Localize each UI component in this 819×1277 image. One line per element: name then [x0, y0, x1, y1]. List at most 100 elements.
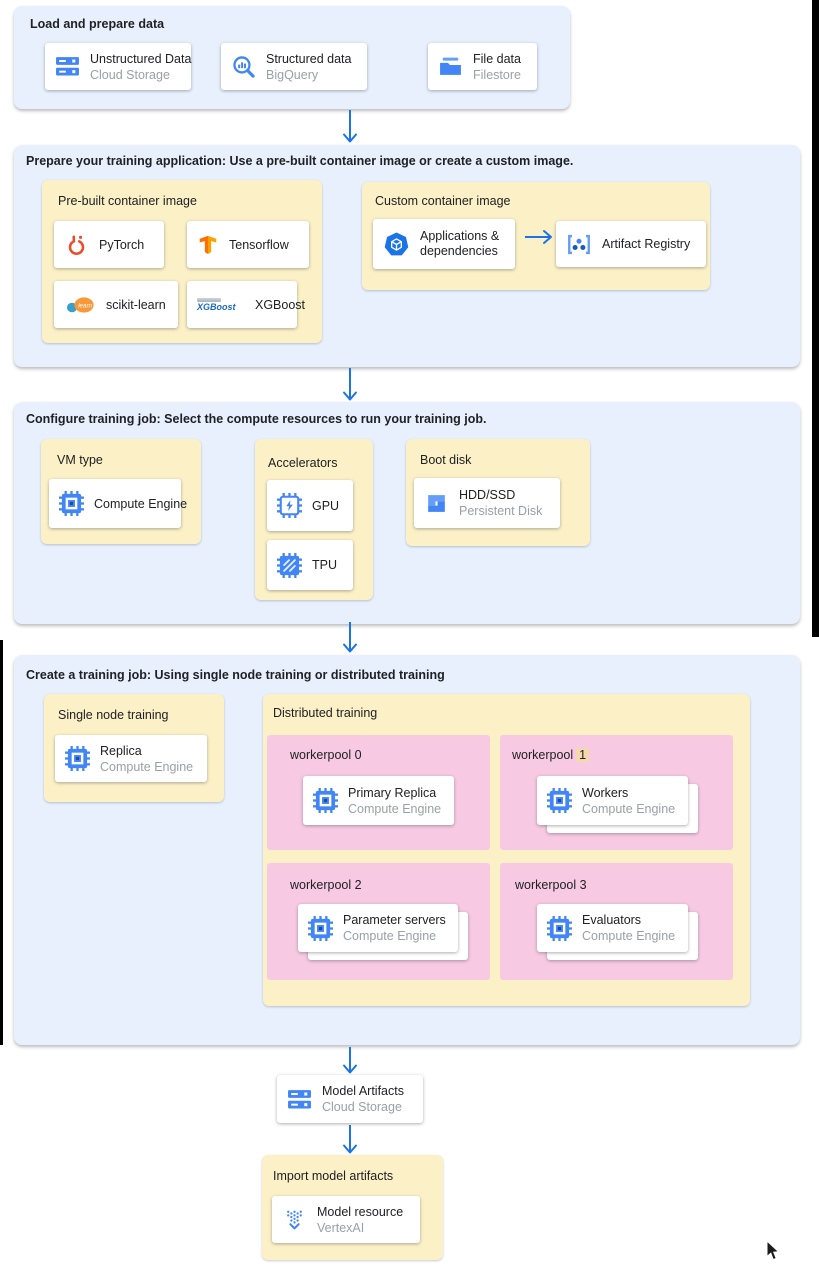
card-file-data: File data Filestore — [428, 43, 537, 90]
screenshot-artifact-bar-left — [0, 640, 3, 1045]
card-title: File data — [473, 51, 521, 66]
applications-icon — [383, 231, 410, 258]
workerpool-label: workerpool 2 — [290, 878, 362, 892]
card-title: scikit-learn — [106, 297, 166, 312]
mouse-cursor — [766, 1240, 780, 1261]
card-title: PyTorch — [99, 237, 145, 252]
tpu-icon — [277, 553, 302, 578]
card-subtitle: VertexAI — [317, 1220, 365, 1235]
gpu-icon — [277, 493, 302, 518]
card-artifact-registry: Artifact Registry — [556, 221, 706, 267]
compute-engine-icon — [59, 491, 84, 516]
card-title: Replica — [100, 743, 142, 758]
screenshot-artifact-bar-right — [812, 0, 819, 637]
artifact-registry-icon — [566, 233, 592, 256]
compute-engine-icon — [313, 788, 338, 813]
flow-arrow-down-1 — [343, 110, 357, 143]
flow-arrow-down-5 — [343, 1125, 357, 1154]
card-title: GPU — [312, 498, 340, 513]
card-model-resource: Model resource VertexAI — [272, 1196, 420, 1243]
card-title: Compute Engine — [94, 496, 188, 511]
group-title: VM type — [57, 453, 103, 467]
compute-engine-icon — [547, 788, 572, 813]
flow-arrow-down-4 — [343, 1047, 357, 1074]
card-compute-engine: Compute Engine — [49, 479, 187, 528]
section-configure-job: Configure training job: Select the compu… — [14, 402, 800, 624]
card-title: XGBoost — [255, 297, 306, 312]
card-structured-data: Structured data BigQuery — [221, 43, 367, 90]
group-title: Distributed training — [273, 706, 378, 720]
group-accelerators: Accelerators GPU TPU — [255, 439, 373, 600]
workerpool-0: workerpool 0 Primary Replica Compute Eng… — [267, 735, 490, 850]
card-applications-dependencies: Applications & dependencies — [373, 219, 515, 269]
section-title: Load and prepare data — [30, 17, 165, 31]
flow-arrow-down-2 — [343, 368, 357, 401]
card-subtitle: Compute Engine — [348, 801, 442, 816]
cloud-storage-icon — [287, 1087, 312, 1112]
card-persistent-disk: HDD/SSD Persistent Disk — [414, 478, 560, 528]
card-subtitle: Compute Engine — [582, 801, 676, 816]
workerpool-3: workerpool 3 Evaluators Compute Engine — [500, 863, 733, 980]
compute-engine-icon — [308, 916, 333, 941]
workerpool-label: workerpool 0 — [290, 748, 362, 762]
pytorch-icon — [64, 232, 89, 257]
workerpool-2: workerpool 2 Parameter servers Compute E… — [267, 863, 490, 980]
card-title: HDD/SSD — [459, 488, 516, 502]
card-replica: Replica Compute Engine — [55, 735, 207, 782]
group-vm-type: VM type Compute Engine — [41, 439, 201, 544]
group-title: Accelerators — [268, 456, 338, 470]
card-evaluators: Evaluators Compute Engine — [537, 904, 688, 952]
group-custom-container: Custom container image Applications & de… — [362, 182, 710, 290]
workerpool-label: workerpool 3 — [515, 878, 587, 892]
card-tpu: TPU — [267, 540, 353, 590]
compute-engine-icon — [547, 916, 572, 941]
card-subtitle: Persistent Disk — [459, 504, 543, 518]
card-subtitle: Filestore — [473, 67, 521, 82]
card-title: Unstructured Data — [90, 51, 192, 66]
card-title: Tensorflow — [229, 237, 289, 252]
group-single-node: Single node training Replica Compute Eng… — [44, 694, 224, 802]
flow-arrow-down-3 — [343, 622, 357, 653]
card-gpu: GPU — [267, 480, 353, 531]
bigquery-icon — [231, 54, 256, 79]
compute-engine-icon — [65, 746, 90, 771]
group-title: Pre-built container image — [58, 194, 197, 208]
card-title: TPU — [312, 558, 337, 572]
card-title: Structured data — [266, 51, 352, 66]
card-title: Workers — [582, 785, 629, 800]
group-boot-disk: Boot disk HDD/SSD Persistent Disk — [406, 439, 590, 546]
card-subtitle: Cloud Storage — [322, 1100, 402, 1114]
group-distributed: Distributed training workerpool 0 Primar… — [263, 694, 750, 1006]
card-primary-replica: Primary Replica Compute Engine — [303, 776, 454, 825]
card-subtitle: Compute Engine — [582, 929, 676, 943]
card-tensorflow: Tensorflow — [187, 221, 309, 268]
card-subtitle: BigQuery — [266, 67, 319, 82]
card-subtitle: Compute Engine — [343, 929, 437, 943]
group-title: Custom container image — [375, 194, 511, 208]
group-prebuilt-container: Pre-built container image PyTorch — [42, 180, 322, 343]
card-xgboost: XGBoost XGBoost — [187, 281, 305, 328]
card-title: Parameter servers — [343, 913, 446, 927]
workerpool-number-highlighted: 1 — [576, 748, 590, 762]
vertex-ai-icon — [282, 1207, 307, 1232]
section-create-job: Create a training job: Using single node… — [14, 655, 800, 1045]
scikit-learn-icon: learn — [64, 295, 96, 315]
card-parameter-servers: Parameter servers Compute Engine — [298, 904, 458, 952]
card-unstructured-data: Unstructured Data Cloud Storage — [45, 43, 191, 90]
workerpool-label-text: workerpool — [512, 748, 574, 762]
card-title: Applications & dependencies — [420, 229, 500, 258]
card-workers: Workers Compute Engine — [537, 776, 688, 825]
flow-arrow-right — [525, 230, 552, 244]
svg-text:learn: learn — [78, 302, 92, 309]
card-title: Artifact Registry — [602, 237, 691, 251]
section-title: Configure training job: Select the compu… — [26, 412, 487, 426]
group-title: Boot disk — [420, 453, 472, 467]
card-title: Model resource — [317, 1204, 404, 1219]
card-title: Model Artifacts — [322, 1084, 404, 1098]
section-load-data: Load and prepare data Unstructured Data … — [14, 6, 570, 109]
card-subtitle: Cloud Storage — [90, 67, 170, 82]
section-title: Prepare your training application: Use a… — [26, 154, 574, 168]
tensorflow-icon — [197, 233, 219, 257]
